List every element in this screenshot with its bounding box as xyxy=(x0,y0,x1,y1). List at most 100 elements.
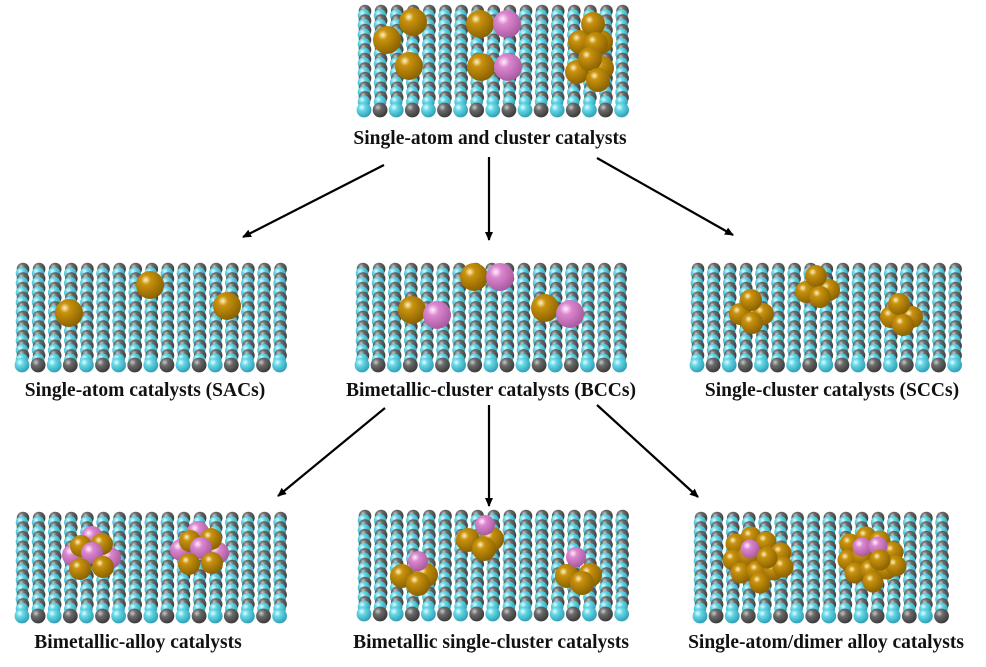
substrate-atom-edge xyxy=(721,357,737,373)
substrate-atom-edge xyxy=(866,357,882,373)
substrate-atom-edge xyxy=(402,357,418,373)
substrate-atom-edge xyxy=(737,357,753,373)
substrate-atom-edge xyxy=(483,357,499,373)
substrate-atom-edge xyxy=(404,606,420,622)
substrate-atom-edge xyxy=(853,608,869,624)
substrate-atom-edge xyxy=(95,357,110,373)
substrate-atom-edge xyxy=(789,608,804,624)
metal-atom-a xyxy=(749,572,771,594)
substrate-atom-edge xyxy=(850,357,866,373)
substrate-atom-edge xyxy=(95,608,110,624)
substrate-atom-edge xyxy=(931,357,946,373)
substrate-atom-edge xyxy=(256,608,271,624)
metal-atom-b xyxy=(740,539,760,559)
substrate-atom-edge xyxy=(547,357,563,373)
substrate-atom-edge xyxy=(934,608,949,624)
substrate-atom-edge xyxy=(837,608,853,624)
metal-atom-a xyxy=(467,53,495,81)
substrate-atom-edge xyxy=(453,606,468,622)
substrate-atom-edge xyxy=(46,608,62,624)
substrate-atom-edge xyxy=(467,357,483,373)
substrate-atom-edge xyxy=(563,357,579,373)
metal-atom-a xyxy=(756,547,778,569)
substrate-atom-edge xyxy=(256,357,271,373)
substrate-atom-edge xyxy=(272,608,287,624)
substrate-atom-edge xyxy=(485,606,501,622)
substrate-atom-edge xyxy=(240,357,255,373)
substrate-atom-edge xyxy=(918,608,933,624)
substrate-atom-edge xyxy=(724,608,740,624)
substrate-atom-edge xyxy=(372,606,388,622)
substrate-atom-edge xyxy=(159,608,175,624)
label-bimetallic-single-cluster-catalysts: Bimetallic single-cluster catalysts xyxy=(353,632,629,653)
metal-atom-a xyxy=(136,271,164,299)
metal-atom-a xyxy=(69,558,91,580)
substrate-atom-edge xyxy=(614,102,629,118)
substrate-slab-scc xyxy=(689,262,962,373)
substrate-atom-edge xyxy=(175,357,191,373)
metal-atom-b xyxy=(475,515,495,535)
substrate-atom-edge xyxy=(437,606,452,622)
metal-atom-a xyxy=(373,26,401,54)
metal-atom-a xyxy=(730,562,752,584)
substrate-atom-edge xyxy=(370,357,386,373)
substrate-atom-edge xyxy=(882,357,898,373)
metal-atom-a xyxy=(55,299,83,327)
substrate-atom-edge xyxy=(30,608,46,624)
metal-atom-a xyxy=(888,293,910,315)
substrate-atom-edge xyxy=(191,357,207,373)
substrate-atom-edge xyxy=(469,606,485,622)
metal-atom-a xyxy=(399,8,427,36)
substrate-atom-edge xyxy=(421,102,436,118)
metal-atom-a xyxy=(885,555,907,577)
substrate-atom-edge xyxy=(404,102,420,118)
substrate-atom-edge xyxy=(915,357,930,373)
substrate-atom-edge xyxy=(786,357,801,373)
substrate-atom-edge xyxy=(421,606,436,622)
substrate-atom-edge xyxy=(740,608,756,624)
substrate-atom-edge xyxy=(499,357,515,373)
substrate-atom-edge xyxy=(531,357,547,373)
substrate-atom-edge xyxy=(388,606,404,622)
substrate-atom-edge xyxy=(517,102,533,118)
substrate-atom-edge xyxy=(127,608,143,624)
metal-cluster-root-singles xyxy=(373,8,427,80)
metal-atom-a xyxy=(531,294,559,322)
metal-cluster-sadac-cluster-1 xyxy=(722,526,794,594)
label-single-atom-dimer-alloy-catalysts: Single-atom/dimer alloy catalysts xyxy=(688,632,964,653)
metal-atom-a xyxy=(772,556,794,578)
metal-atom-b xyxy=(852,537,872,557)
metal-atom-b xyxy=(556,300,584,328)
substrate-atom-edge xyxy=(46,357,62,373)
substrate-atom-edge xyxy=(515,357,531,373)
substrate-atom-edge xyxy=(356,606,372,622)
metal-cluster-bac-alloy-2 xyxy=(170,521,229,575)
metal-atom-b xyxy=(423,301,451,329)
substrate-slab-bac xyxy=(14,511,287,624)
substrate-atom-edge xyxy=(372,102,388,118)
metal-atom-a xyxy=(460,263,488,291)
metal-cluster-bac-alloy-1 xyxy=(62,526,121,580)
substrate-atom-edge xyxy=(598,102,613,118)
metal-cluster-sadac-cluster-2 xyxy=(837,526,907,593)
substrate-atom-edge xyxy=(754,357,769,373)
metal-atom-b xyxy=(566,547,586,567)
substrate-atom-edge xyxy=(419,357,434,373)
metal-atom-a xyxy=(586,68,610,92)
substrate-atom-edge xyxy=(612,357,627,373)
substrate-atom-edge xyxy=(386,357,402,373)
substrate-atom-edge xyxy=(79,608,94,624)
substrate-atom-edge xyxy=(821,608,837,624)
substrate-atom-edge xyxy=(898,357,914,373)
metal-cluster-root-cluster xyxy=(565,12,614,92)
metal-atom-a xyxy=(892,314,914,336)
metal-cluster-scc-clusters xyxy=(729,265,923,336)
metal-atom-a xyxy=(466,10,494,38)
substrate-atom-edge xyxy=(111,357,126,373)
substrate-atom-edge xyxy=(388,102,404,118)
substrate-atom-edge xyxy=(175,608,191,624)
metal-atom-a xyxy=(741,312,763,334)
arrow-bcc-to-bac xyxy=(277,407,386,497)
substrate-atom-edge xyxy=(127,357,143,373)
substrate-atom-edge xyxy=(30,357,46,373)
